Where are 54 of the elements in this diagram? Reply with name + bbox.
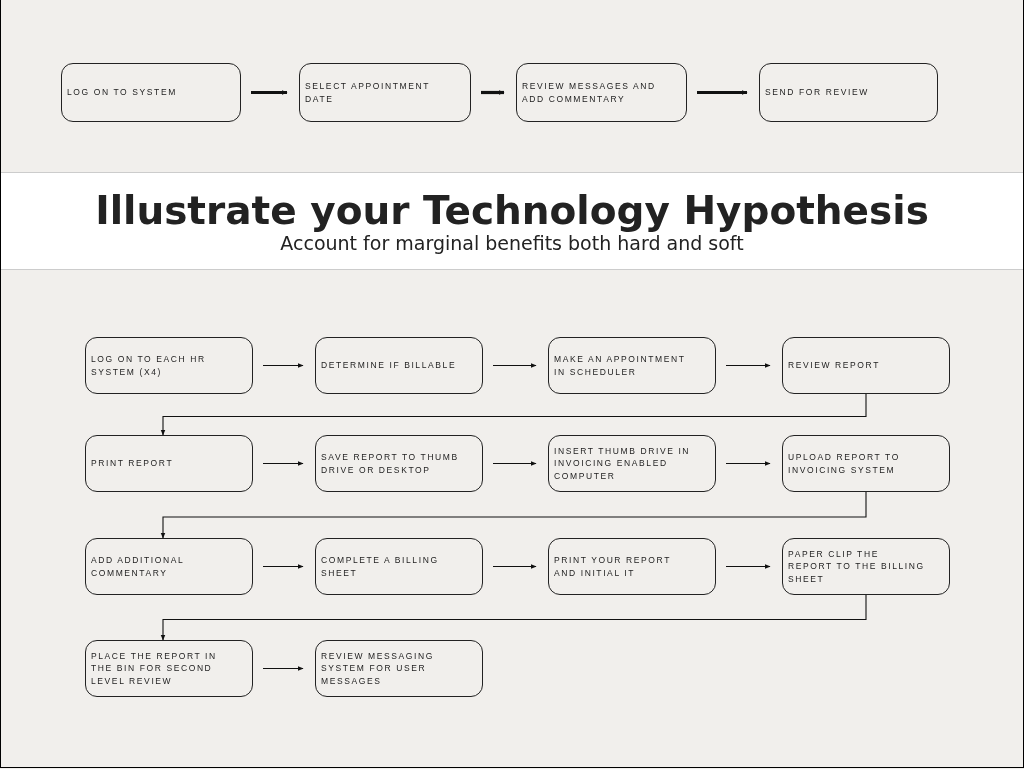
step-text: LOG ON TO EACH HR SYSTEM (X4) — [91, 353, 207, 378]
arrow — [160, 594, 867, 641]
arrow — [492, 564, 537, 569]
step-text: PRINT REPORT — [91, 457, 174, 470]
step-text: SAVE REPORT TO THUMB DRIVE OR DESKTOP — [321, 451, 460, 476]
arrow — [262, 666, 304, 671]
process-box — [85, 640, 253, 697]
step-text: UPLOAD REPORT TO INVOICING SYSTEM — [788, 451, 901, 476]
process-box — [548, 337, 716, 394]
process-box — [315, 337, 483, 394]
arrow — [725, 461, 771, 466]
step-text: INSERT THUMB DRIVE IN INVOICING ENABLED COMPUTER — [554, 445, 692, 482]
arrow — [697, 90, 748, 95]
process-box — [548, 435, 716, 492]
process-box — [315, 538, 483, 595]
step-text: PRINT YOUR REPORT AND INITIAL IT — [554, 554, 672, 579]
process-box — [315, 435, 483, 492]
step-text: MAKE AN APPOINTMENT IN SCHEDULER — [554, 353, 687, 378]
step-text: SEND FOR REVIEW — [765, 86, 869, 99]
arrow — [492, 461, 537, 466]
step-text: DETERMINE IF BILLABLE — [321, 359, 457, 372]
step-text: PAPER CLIP THE REPORT TO THE BILLING SHEET — [788, 548, 926, 585]
arrow — [725, 363, 771, 368]
step-text: REVIEW MESSAGES AND ADD COMMENTARY — [522, 80, 657, 105]
process-box — [782, 538, 950, 595]
arrow — [160, 393, 867, 436]
arrow — [262, 461, 304, 466]
arrow — [492, 363, 537, 368]
arrow — [262, 564, 304, 569]
process-box — [299, 63, 471, 122]
process-box — [759, 63, 938, 122]
arrow — [481, 90, 505, 95]
arrow — [725, 564, 771, 569]
arrow — [262, 363, 304, 368]
process-box — [548, 538, 716, 595]
step-text: ADD ADDITIONAL COMMENTARY — [91, 554, 185, 579]
process-box — [315, 640, 483, 697]
subtitle: Account for marginal benefits both hard and soft — [279, 232, 745, 254]
process-box — [516, 63, 687, 122]
step-text: REVIEW REPORT — [788, 359, 880, 372]
process-box — [85, 337, 253, 394]
process-box — [85, 435, 253, 492]
process-box — [782, 435, 950, 492]
step-text: COMPLETE A BILLING SHEET — [321, 554, 440, 579]
arrow — [160, 491, 867, 539]
step-text: PLACE THE REPORT IN THE BIN FOR SECOND LEVEL REVIEW — [91, 650, 218, 687]
process-box — [782, 337, 950, 394]
step-text: SELECT APPOINTMENT DATE — [305, 80, 431, 105]
arrow — [251, 90, 288, 95]
step-text: REVIEW MESSAGING SYSTEM FOR USER MESSAGES — [321, 650, 435, 687]
process-box — [61, 63, 241, 122]
process-box — [85, 538, 253, 595]
step-text: LOG ON TO SYSTEM — [67, 86, 177, 99]
slide-title: Illustrate your Technology Hypothesis — [94, 188, 930, 233]
